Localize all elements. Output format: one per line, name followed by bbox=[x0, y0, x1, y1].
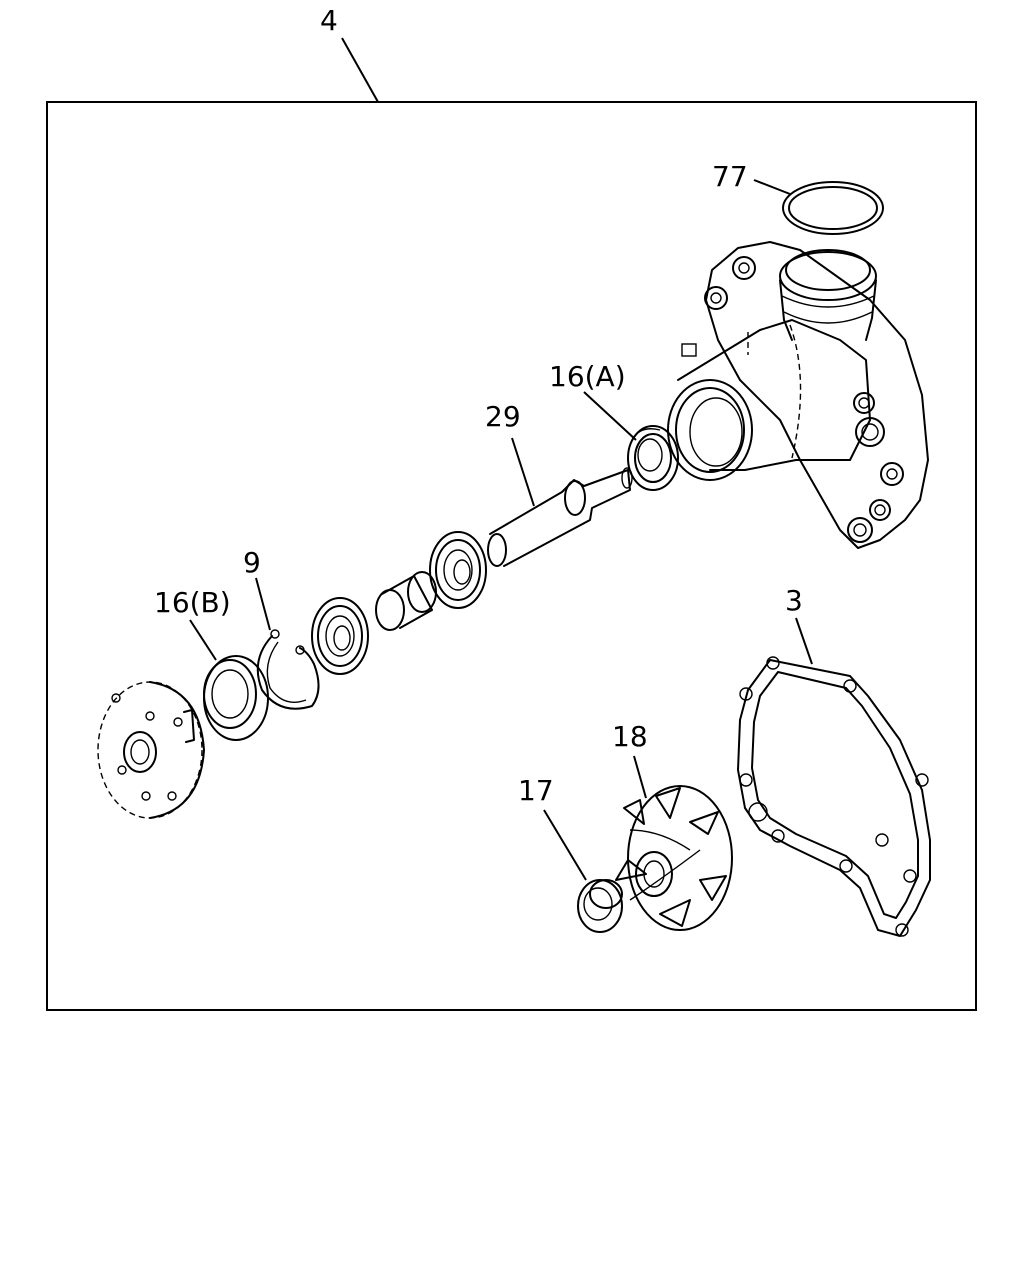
leader-assembly bbox=[341, 37, 379, 103]
impeller-18 bbox=[615, 785, 733, 931]
bearing-rear bbox=[429, 531, 487, 609]
pump-housing bbox=[667, 241, 929, 549]
label-snap-ring: 9 bbox=[243, 546, 261, 579]
leader-seal-b bbox=[189, 619, 217, 661]
label-impeller-seal: 17 bbox=[518, 774, 554, 807]
housing-gasket-3 bbox=[737, 656, 931, 937]
shaft-29 bbox=[487, 467, 633, 567]
label-impeller: 18 bbox=[612, 720, 648, 753]
pulley-flange bbox=[97, 681, 205, 819]
label-shaft: 29 bbox=[485, 400, 521, 433]
leader-gasket-ring bbox=[753, 179, 791, 195]
leader-impeller-seal bbox=[543, 809, 587, 881]
label-housing-gasket: 3 bbox=[785, 584, 803, 617]
seal-16a bbox=[627, 425, 679, 491]
impeller-seal-17 bbox=[577, 879, 623, 933]
snap-ring-9 bbox=[256, 629, 320, 710]
leader-snap-ring bbox=[255, 577, 271, 631]
label-gasket-ring: 77 bbox=[712, 160, 748, 193]
label-seal-a: 16(A) bbox=[549, 360, 626, 393]
label-seal-b: 16(B) bbox=[154, 586, 231, 619]
assembly-frame bbox=[46, 101, 977, 1011]
label-assembly: 4 bbox=[320, 4, 338, 37]
leader-shaft bbox=[511, 437, 535, 507]
spacer-sleeve bbox=[375, 571, 437, 631]
leader-housing-gasket bbox=[795, 617, 813, 665]
leader-seal-a bbox=[583, 391, 637, 441]
leader-impeller bbox=[633, 755, 647, 799]
gasket-ring-77 bbox=[782, 181, 884, 235]
seal-16b bbox=[203, 655, 269, 741]
bearing-front bbox=[311, 597, 369, 675]
